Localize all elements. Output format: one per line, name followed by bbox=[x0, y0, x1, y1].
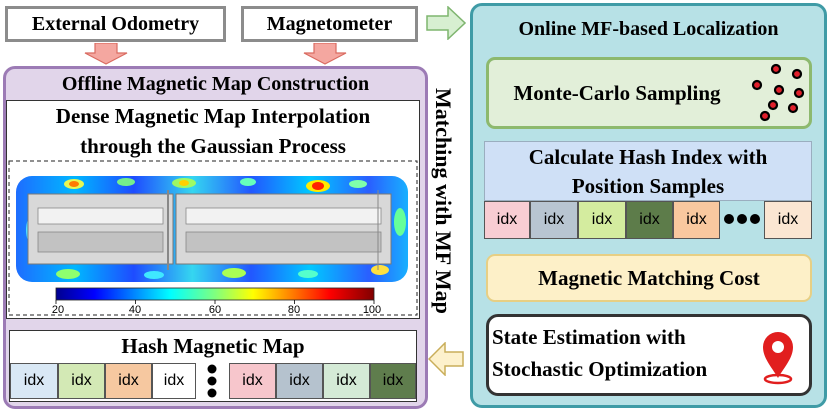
offline-hash-cell: idx bbox=[58, 363, 105, 399]
external-odometry-box: External Odometry bbox=[5, 6, 226, 42]
offline-hash-cell: idx bbox=[105, 363, 152, 399]
offline-hash-cell: idx bbox=[323, 363, 370, 399]
dense-map-title-line1: Dense Magnetic Map Interpolation bbox=[55, 103, 371, 128]
particles-icon bbox=[751, 63, 805, 122]
location-pin-icon bbox=[763, 332, 793, 385]
left-arrow-to-hash-map bbox=[428, 342, 464, 376]
hash-index-line1: Calculate Hash Index with bbox=[528, 144, 768, 169]
online-hash-cell: idx bbox=[530, 201, 578, 239]
magnetometer-box: Magnetometer bbox=[241, 6, 418, 42]
monte-carlo-label: Monte-Carlo Sampling bbox=[513, 80, 721, 105]
offline-hash-cell: idx bbox=[10, 363, 58, 399]
matching-cost-box: Magnetic Matching Cost bbox=[486, 254, 812, 302]
online-title: Online MF-based Localization bbox=[518, 17, 779, 40]
colorbar-tick-20: 20 bbox=[51, 304, 65, 316]
online-hash-cell: idx bbox=[578, 201, 626, 239]
hash-index-line2: Position Samples bbox=[571, 173, 725, 198]
monte-carlo-box bbox=[486, 57, 812, 129]
state-estimation-line2: Stochastic Optimization bbox=[492, 357, 708, 381]
down-arrow-magnetometer bbox=[303, 43, 347, 65]
ellipsis-dots-icon bbox=[207, 364, 217, 398]
colorbar-tick-80: 80 bbox=[287, 304, 301, 316]
state-estimation-line1: State Estimation with bbox=[492, 325, 686, 349]
colorbar-tick-100: 100 bbox=[362, 304, 382, 316]
ellipsis-dots-icon bbox=[724, 214, 760, 224]
magnetic-heatmap bbox=[8, 160, 418, 316]
offline-hash-cell: idx bbox=[229, 363, 276, 399]
offline-hash-cell: idx bbox=[370, 363, 416, 399]
offline-hash-cell: idx bbox=[152, 363, 196, 399]
online-hash-cell: idx bbox=[764, 201, 812, 239]
online-hash-cell: idx bbox=[484, 201, 530, 239]
online-hash-cell: idx bbox=[673, 201, 720, 239]
offline-title: Offline Magnetic Map Construction bbox=[61, 72, 370, 95]
matching-label: Matching with MF Map bbox=[431, 88, 456, 314]
online-hash-cell: idx bbox=[626, 201, 673, 239]
colorbar-tick-40: 40 bbox=[128, 304, 142, 316]
hash-index-box bbox=[484, 141, 812, 201]
down-arrow-odometry bbox=[84, 43, 128, 65]
offline-hash-cell: idx bbox=[276, 363, 323, 399]
dense-map-title-line2: through the Gaussian Process bbox=[80, 133, 346, 158]
right-arrow-to-online bbox=[426, 6, 466, 40]
state-estimation-box bbox=[486, 314, 812, 396]
hash-map-title: Hash Magnetic Map bbox=[121, 333, 305, 358]
colorbar-tick-60: 60 bbox=[208, 304, 222, 316]
